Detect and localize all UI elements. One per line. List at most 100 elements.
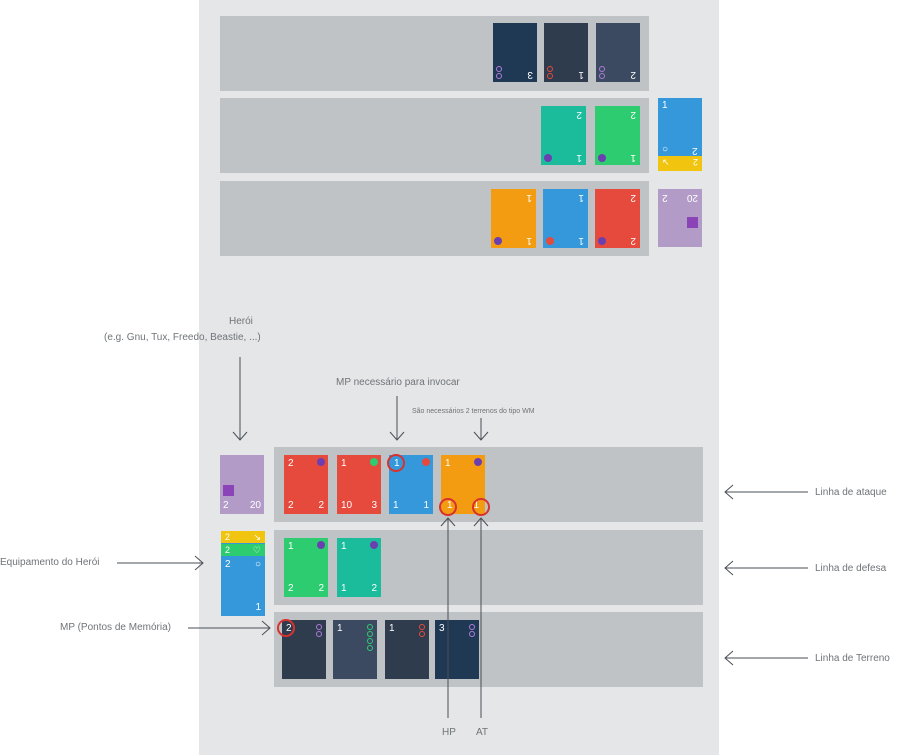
memory-dots-icon xyxy=(496,65,502,79)
at-highlight xyxy=(472,498,490,516)
mana-icon xyxy=(598,237,606,245)
player-defense-card[interactable]: 1 2 2 xyxy=(284,538,328,597)
card-value: 3 xyxy=(527,69,533,80)
defense-line-annotation: Linha de defesa xyxy=(815,563,887,574)
card-hp: 1 xyxy=(578,235,584,246)
mana-icon xyxy=(422,458,430,466)
player-attack-card[interactable]: 2 2 2 xyxy=(284,455,328,514)
memory-dots-icon xyxy=(599,65,605,79)
equipment-hp-value: 2 xyxy=(225,545,231,555)
opponent-attack-card[interactable]: 1 1 xyxy=(543,189,588,248)
card-hp: 10 xyxy=(341,500,353,511)
mana-icon xyxy=(370,458,378,466)
player-terrain-card[interactable]: 3 xyxy=(435,620,479,679)
equipment-attack-strip: 2 ↘ xyxy=(221,531,265,543)
card-at: 2 xyxy=(371,583,377,594)
hero-hp: 20 xyxy=(686,192,698,203)
mana-icon xyxy=(370,541,378,549)
memory-dots-icon xyxy=(367,624,373,652)
card-hp: 1 xyxy=(341,583,347,594)
card-cost: 1 xyxy=(526,192,532,203)
mp-points-annotation: MP (Pontos de Memória) xyxy=(60,622,171,633)
memory-dots-icon xyxy=(316,624,322,638)
player-defense-card[interactable]: 1 1 2 xyxy=(337,538,381,597)
hero-equipment-annotation: Equipamento do Herói xyxy=(0,557,100,568)
card-hp: 1 xyxy=(630,152,636,163)
opponent-defense-card[interactable]: 1 2 xyxy=(595,106,640,165)
terrain-requirement-annotation: São necessários 2 terrenos do tipo WM xyxy=(412,408,535,415)
card-value: 3 xyxy=(439,623,445,634)
card-cost: 1 xyxy=(341,541,347,552)
card-at: 2 xyxy=(318,500,324,511)
card-value: 1 xyxy=(337,623,343,634)
memory-dots-icon xyxy=(419,624,425,638)
card-cost: 2 xyxy=(630,192,636,203)
card-value: 1 xyxy=(389,623,395,634)
card-cost: 1 xyxy=(288,541,294,552)
mana-icon xyxy=(317,458,325,466)
hp-annotation: HP xyxy=(442,727,456,738)
opponent-hero-card[interactable]: 20 2 xyxy=(658,189,702,247)
shield-icon: ○ xyxy=(662,144,669,155)
card-cost: 2 xyxy=(288,458,294,469)
mp-points-highlight xyxy=(277,619,295,637)
opponent-equipment-card[interactable]: 1 2 ○ ↖ 2 xyxy=(658,98,702,171)
opponent-attack-card[interactable]: 1 1 xyxy=(491,189,536,248)
mp-summon-annotation: MP necessário para invocar xyxy=(336,377,460,388)
card-value: 1 xyxy=(578,69,584,80)
sword-icon: ↖ xyxy=(662,157,670,167)
mana-icon xyxy=(544,154,552,162)
equipment-durability: 1 xyxy=(255,602,261,613)
opponent-attack-card[interactable]: 2 2 xyxy=(595,189,640,248)
player-equipment-card[interactable]: 2 ↘ 2 ♡ 2 ○ 1 xyxy=(221,531,265,616)
equipment-hp-strip: 2 ♡ xyxy=(221,544,265,556)
mana-icon xyxy=(598,154,606,162)
opponent-defense-card[interactable]: 1 2 xyxy=(541,106,586,165)
hp-highlight xyxy=(439,498,457,516)
equipment-defense-value: 2 xyxy=(225,559,231,570)
mana-icon xyxy=(317,541,325,549)
attack-line-annotation: Linha de ataque xyxy=(815,487,887,498)
hero-examples-annotation: (e.g. Gnu, Tux, Freedo, Beastie, ...) xyxy=(104,332,261,343)
card-hp: 1 xyxy=(393,500,399,511)
card-at: 3 xyxy=(371,500,377,511)
equipment-top-value: 1 xyxy=(662,100,668,111)
terrain-line-annotation: Linha de Terreno xyxy=(815,653,890,664)
memory-dots-icon xyxy=(547,65,553,79)
card-hp: 2 xyxy=(288,583,294,594)
hero-at: 2 xyxy=(662,192,668,203)
card-cost: 1 xyxy=(341,458,347,469)
memory-dots-icon xyxy=(469,624,475,638)
player-terrain-card[interactable]: 1 xyxy=(333,620,377,679)
shield-icon: ○ xyxy=(254,559,261,570)
card-cost: 1 xyxy=(578,192,584,203)
sword-icon: ↘ xyxy=(253,532,261,542)
player-terrain-card[interactable]: 1 xyxy=(385,620,429,679)
heart-icon: ♡ xyxy=(252,545,261,555)
equipment-strip-value: 2 xyxy=(692,157,698,167)
opponent-terrain-card[interactable]: 2 xyxy=(596,23,640,82)
hero-avatar-icon xyxy=(687,217,698,228)
at-annotation: AT xyxy=(476,727,489,738)
opponent-equipment-strip: ↖ 2 xyxy=(658,156,702,171)
equipment-value: 2 xyxy=(692,145,698,156)
card-value: 2 xyxy=(630,69,636,80)
hero-hp: 20 xyxy=(249,500,261,511)
card-cost: 2 xyxy=(576,109,582,120)
card-hp: 1 xyxy=(526,235,532,246)
card-hp: 2 xyxy=(288,500,294,511)
player-attack-card[interactable]: 1 10 3 xyxy=(337,455,381,514)
mp-cost-highlight xyxy=(387,454,405,472)
card-at: 1 xyxy=(423,500,429,511)
equipment-attack-value: 2 xyxy=(225,532,231,542)
card-at: 2 xyxy=(318,583,324,594)
opponent-terrain-card[interactable]: 1 xyxy=(544,23,588,82)
player-hero-card[interactable]: 2 20 xyxy=(220,455,264,514)
mana-icon xyxy=(474,458,482,466)
mana-icon xyxy=(494,237,502,245)
card-hp: 1 xyxy=(576,152,582,163)
card-cost: 2 xyxy=(630,109,636,120)
mana-icon xyxy=(546,237,554,245)
hero-avatar-icon xyxy=(223,485,234,496)
opponent-terrain-card[interactable]: 3 xyxy=(493,23,537,82)
